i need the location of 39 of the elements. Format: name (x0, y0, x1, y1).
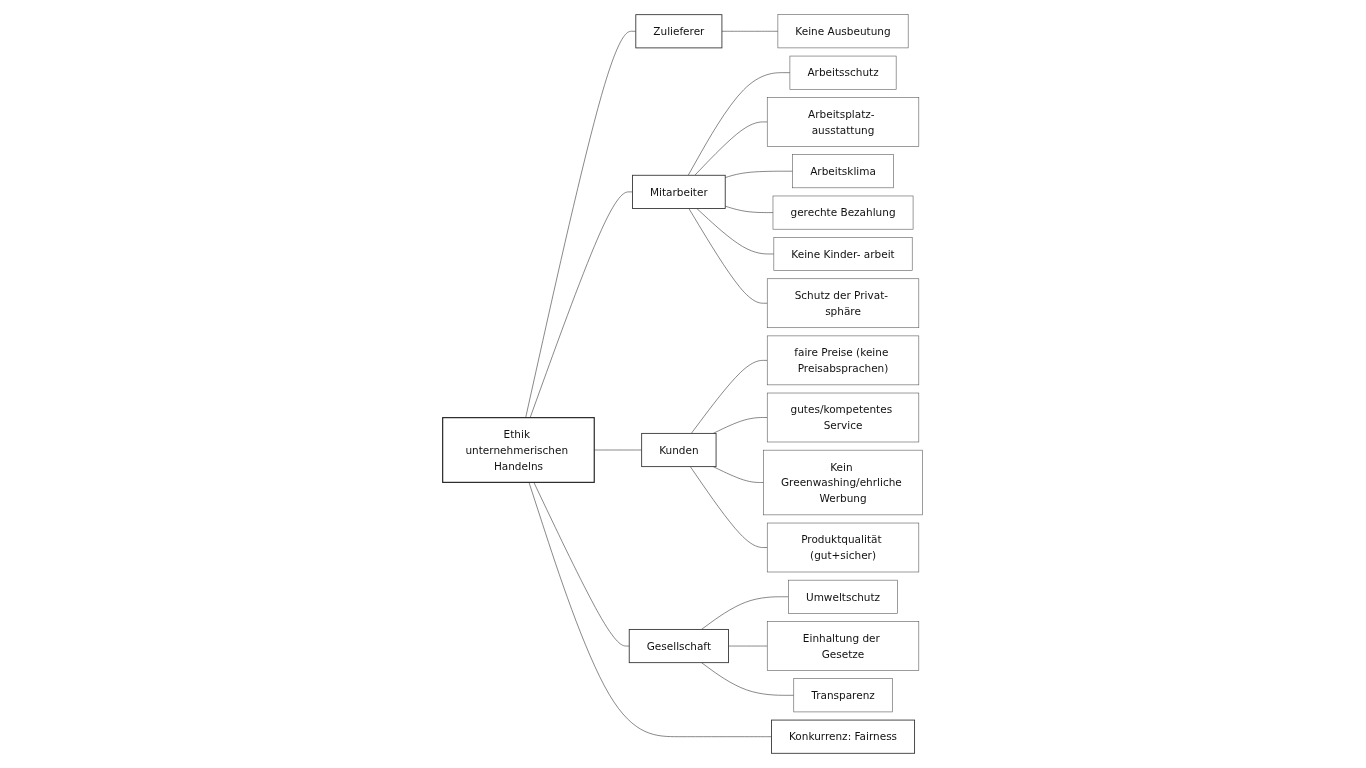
node-box: faire Preise (keine Preisabsprachen) (767, 335, 920, 386)
node-box: Einhaltung der Gesetze (767, 621, 920, 671)
node-box: Kunden (641, 432, 717, 468)
connector (525, 31, 637, 418)
connector (701, 662, 795, 696)
connector (728, 645, 768, 647)
node-box: Keine Kinder- arbeit (773, 237, 913, 271)
node-box: Keine Ausbeutung (777, 14, 909, 49)
connector (529, 482, 773, 737)
node-box: Arbeitsplatz- ausstattung (767, 97, 920, 147)
node-box: Arbeitsklima (792, 154, 894, 189)
connector (713, 466, 765, 483)
connector (594, 449, 643, 451)
node-box: Umweltschutz (788, 579, 899, 614)
node-box: gutes/kompetentes Service (767, 392, 920, 443)
node-box: Schutz der Privat- sphäre (767, 278, 920, 329)
connector (694, 121, 768, 176)
connector (690, 466, 768, 548)
node-box: Arbeitsschutz (790, 55, 897, 90)
connector (688, 208, 768, 304)
node-box: gerechte Bezahlung (773, 195, 914, 230)
node-box: Gesellschaft (629, 629, 730, 664)
connector (691, 360, 768, 434)
node-box: Zulieferer (635, 14, 723, 49)
node-box: Produktqualität (gut+sicher) (767, 522, 920, 573)
node-box: Transparenz (793, 678, 893, 713)
connector (533, 482, 630, 647)
connector (722, 31, 779, 32)
node-box: Mitarbeiter (632, 174, 727, 209)
connector (701, 596, 790, 630)
connector (725, 205, 774, 213)
node-box: Konkurrenz: Fairness (771, 719, 916, 754)
connector (696, 208, 775, 255)
connector (725, 170, 794, 178)
connector (713, 417, 768, 434)
connector (688, 72, 791, 176)
node-box: Kein Greenwashing/ehrliche Werbung (763, 449, 924, 516)
connector (530, 191, 634, 418)
node-box: Ethik unternehmerischen Handelns (442, 417, 596, 483)
